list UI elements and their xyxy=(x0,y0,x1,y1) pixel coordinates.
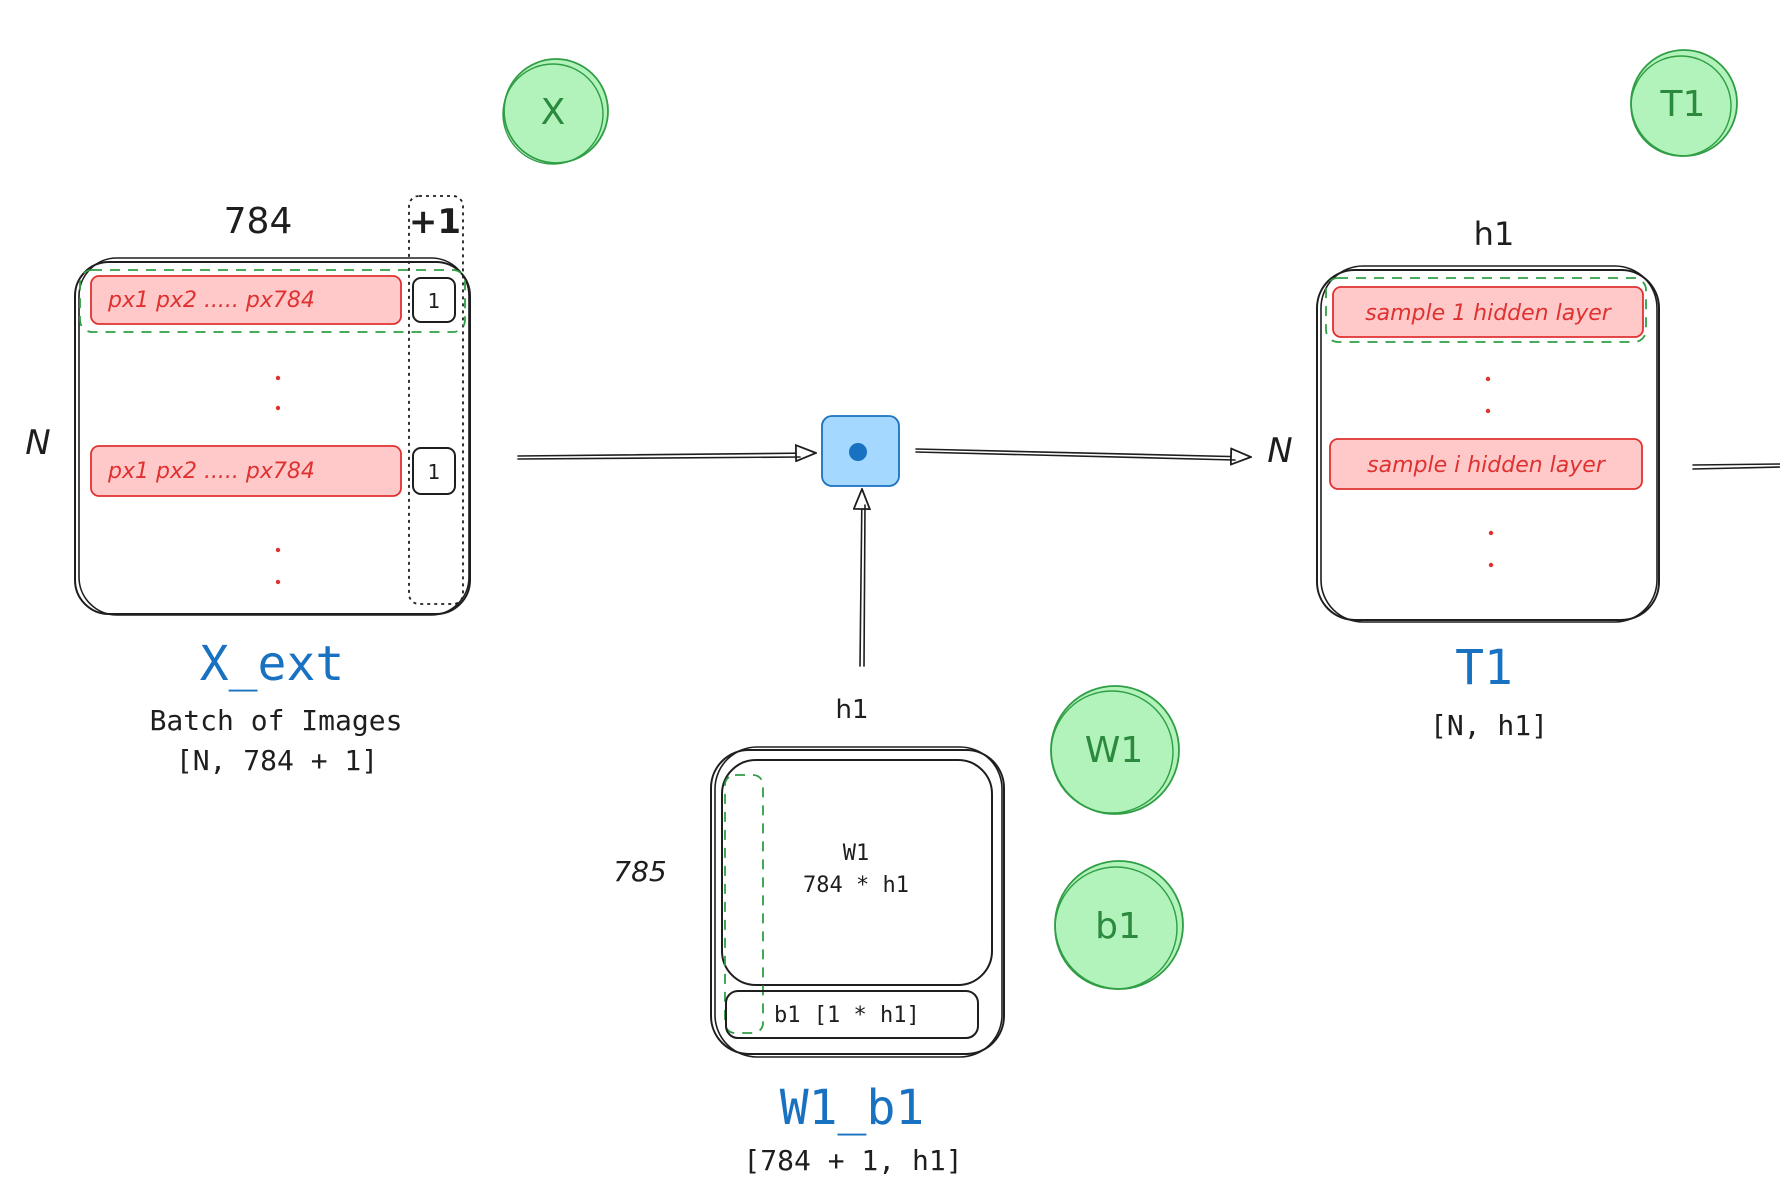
x-ext-shape: [N, 784 + 1] xyxy=(176,744,378,777)
w1-b1-matrix: h1 785 W1 784 * h1 b1 [1 * h1] W1_b1 [78… xyxy=(613,695,1005,1177)
arrow-t1-out xyxy=(1692,463,1780,466)
x-ext-box-stroke xyxy=(78,257,470,616)
t1-ellipsis-dot xyxy=(1485,376,1491,382)
x-ext-ellipsis-dot xyxy=(275,547,281,553)
w1-b1-cols-label: h1 xyxy=(835,695,868,725)
x-ext-cols-label: 784 xyxy=(224,201,293,242)
x-ext-matrix: 784 +1 N px1 px2 ..... px784 1 px1 px2 .… xyxy=(25,195,471,777)
operator-dot-icon xyxy=(849,443,867,461)
badge-t1: T1 xyxy=(1630,49,1738,157)
arrow-w1b1-to-op-stroke xyxy=(863,504,866,667)
t1-title: T1 xyxy=(1455,640,1513,696)
b1-row-text: b1 [1 * h1] xyxy=(774,1003,920,1028)
t1-rows-label: N xyxy=(1267,431,1292,471)
w1-inner-box xyxy=(721,759,993,986)
t1-rowi-text: sample i hidden layer xyxy=(1367,453,1607,478)
dot-product-operator: • xyxy=(821,415,900,487)
badge-w1-label: W1 xyxy=(1085,730,1144,771)
x-ext-ellipsis-dot xyxy=(275,405,281,411)
badge-b1: b1 xyxy=(1054,860,1184,990)
arrow-op-to-t1-stroke xyxy=(915,451,1236,461)
w1-inner-shape: 784 * h1 xyxy=(803,873,909,898)
w1-b1-column-selection xyxy=(724,774,764,1034)
x-ext-rowi-bias-value: 1 xyxy=(428,460,441,484)
arrow-w1b1-to-op xyxy=(860,490,862,667)
x-ext-rows-label: N xyxy=(25,423,50,463)
badge-x: X xyxy=(502,58,609,165)
x-ext-row1-text: px1 px2 ..... px784 xyxy=(107,288,315,313)
x-ext-rowi-bias-cell xyxy=(412,447,456,495)
t1-shape: [N, h1] xyxy=(1430,709,1548,742)
w1-b1-title: W1_b1 xyxy=(780,1080,925,1136)
w1-inner-name: W1 xyxy=(843,841,870,866)
arrow-x-to-op-stroke xyxy=(517,456,801,460)
badge-x-label: X xyxy=(541,92,566,133)
t1-ellipsis-dot xyxy=(1488,530,1494,536)
b1-row xyxy=(725,990,979,1039)
x-ext-rowi xyxy=(90,445,402,497)
arrow-x-to-op xyxy=(517,453,815,456)
t1-box-stroke xyxy=(1320,265,1658,623)
w1-b1-rows-label: 785 xyxy=(613,855,666,888)
x-ext-bias-column xyxy=(408,195,464,605)
w1-b1-outer-box xyxy=(710,749,1005,1055)
badge-b1-label: b1 xyxy=(1095,906,1141,947)
t1-ellipsis-dot xyxy=(1488,562,1494,568)
badge-t1-label: T1 xyxy=(1660,84,1706,125)
x-ext-subtitle: Batch of Images xyxy=(150,704,403,737)
t1-row1-text: sample 1 hidden layer xyxy=(1365,301,1613,326)
t1-row1 xyxy=(1332,286,1644,338)
t1-matrix: h1 N sample 1 hidden layer sample i hidd… xyxy=(1267,215,1660,742)
t1-cols-label: h1 xyxy=(1474,215,1515,253)
w1-b1-shape: [784 + 1, h1] xyxy=(743,1144,962,1177)
w1-b1-outer-box-stroke xyxy=(714,746,1003,1058)
x-ext-row1-selection xyxy=(79,269,466,333)
t1-rowi xyxy=(1329,438,1643,490)
x-ext-row1-bias-value: 1 xyxy=(428,289,441,313)
x-ext-ellipsis-dot xyxy=(275,579,281,585)
badge-w1: W1 xyxy=(1050,685,1180,815)
x-ext-bias-label: +1 xyxy=(409,202,461,242)
arrow-op-to-t1 xyxy=(915,449,1250,457)
arrows xyxy=(517,449,1780,667)
x-ext-box xyxy=(74,261,471,615)
t1-row1-selection xyxy=(1325,277,1647,343)
arrow-t1-out-stroke xyxy=(1692,466,1780,470)
x-ext-title: X_ext xyxy=(200,636,345,692)
x-ext-ellipsis-dot xyxy=(275,375,281,381)
x-ext-row1 xyxy=(90,275,402,325)
t1-box xyxy=(1316,269,1660,621)
t1-ellipsis-dot xyxy=(1485,408,1491,414)
x-ext-row1-bias-cell xyxy=(412,277,456,323)
x-ext-rowi-text: px1 px2 ..... px784 xyxy=(107,459,315,484)
